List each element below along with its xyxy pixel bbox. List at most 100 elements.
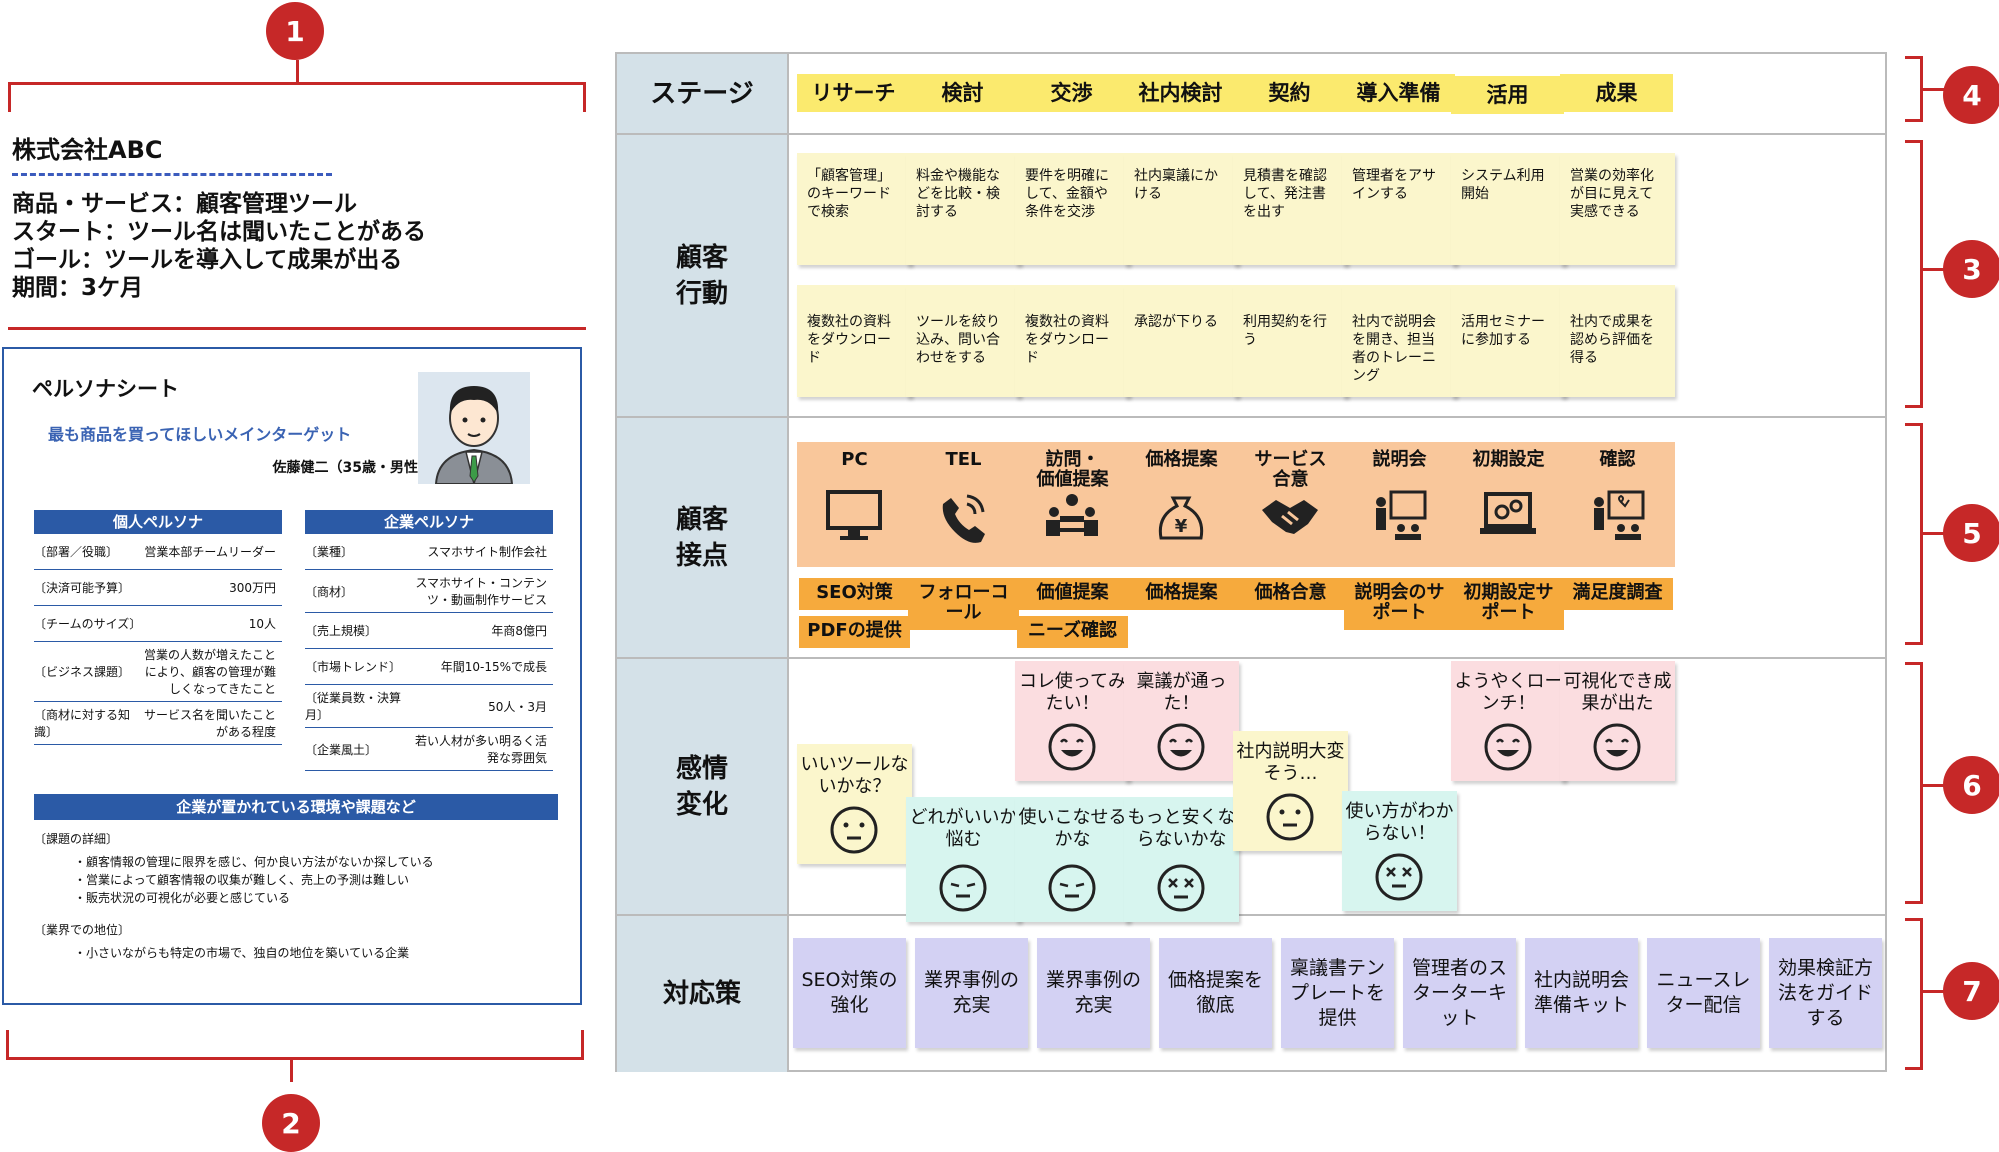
company-row-key: 〔従業員数・決算月〕	[305, 691, 402, 722]
marker-6: 6	[1943, 756, 1999, 814]
touchpoint-card: 確認	[1560, 442, 1675, 567]
face-dead-icon	[1157, 864, 1205, 912]
company-persona-row: 〔商材〕スマホサイト・コンテンツ・動画制作サービス	[305, 570, 553, 613]
action-note: 社内で成果を認めら評価を得る	[1560, 285, 1675, 397]
touchpoint-title: 説明会	[1372, 449, 1427, 470]
company-row-key: 〔業種〕	[305, 545, 354, 559]
touchpoint-card: 初期設定	[1451, 442, 1566, 567]
touchpoint-tag: 初期設定サポート	[1453, 578, 1564, 630]
environment-bullet: ・営業によって顧客情報の収集が難しく、売上の予測は難しい	[74, 873, 410, 887]
stage-1: リサーチ	[797, 74, 910, 112]
touchpoint-tag: 満足度調査	[1562, 578, 1673, 610]
emotion-text: コレ使ってみたい！	[1018, 671, 1127, 714]
handshake-icon	[1262, 500, 1318, 534]
emotion-note: 稟議が通った！	[1124, 661, 1239, 781]
personal-row-key: 〔部署／役職〕	[34, 545, 119, 559]
touchpoint-title: サービス 合意	[1254, 449, 1327, 490]
divider-line	[8, 327, 586, 330]
emotion-text: 使い方がわからない！	[1345, 801, 1454, 844]
environment-bullet: ・小さいながらも特定の市場で、独自の地位を築いている企業	[74, 946, 410, 960]
action-note: 見積書を確認して、発注書を出す	[1233, 153, 1348, 265]
marker-4: 4	[1943, 66, 1999, 124]
measure-note: 管理者のスターターキット	[1403, 938, 1516, 1048]
touchpoint-card: PC	[797, 442, 912, 567]
personal-row-value: サービス名を聞いたことがある程度	[143, 708, 276, 739]
action-note: 管理者をアサインする	[1342, 153, 1457, 265]
presentation-icon	[1376, 490, 1427, 540]
emotion-note: 可視化でき成果が出た	[1560, 661, 1675, 781]
emotion-text: 社内説明大変そう…	[1236, 741, 1345, 784]
emotion-text: どれがいいか悩む	[909, 807, 1018, 850]
emotion-note: 使い方がわからない！	[1342, 791, 1457, 911]
touchpoint-title: 確認	[1599, 449, 1636, 470]
company-persona-header: 企業ペルソナ	[305, 510, 553, 534]
touchpoint-card: サービス 合意	[1233, 442, 1348, 567]
monitor-icon	[826, 490, 882, 540]
persona-title: ペルソナシート	[32, 377, 179, 401]
svg-text:¥: ¥	[1175, 516, 1188, 537]
face-sleepy-icon	[939, 864, 987, 912]
marker-1: 1	[266, 2, 324, 60]
touchpoint-title: 初期設定	[1472, 449, 1545, 470]
personal-persona: 個人ペルソナ 〔部署／役職〕営業本部チームリーダー〔決済可能予算〕300万円〔チ…	[34, 510, 282, 745]
action-note: ツールを絞り込み、問い合わせをする	[906, 285, 1021, 397]
company-persona: 企業ペルソナ 〔業種〕スマホサイト制作会社〔商材〕スマホサイト・コンテンツ・動画…	[305, 510, 553, 771]
action-note: 活用セミナーに参加する	[1451, 285, 1566, 397]
company-persona-row: 〔売上規模〕年商8億円	[305, 613, 553, 649]
stage-4: 社内検討	[1124, 74, 1237, 112]
touchpoint-title: 訪問・ 価値提案	[1036, 449, 1109, 490]
issue-detail-label: 〔課題の詳細〕	[34, 832, 119, 846]
environment-bullet: ・販売状況の可視化が必要と感じている	[74, 891, 291, 905]
row-label-touch: 顧客 接点	[617, 418, 787, 659]
company-name: 株式会社ABC	[12, 136, 163, 164]
environment-header: 企業が置かれている環境や課題など	[34, 794, 558, 820]
touchpoint-title: 価格提案	[1145, 449, 1218, 470]
laptop-settings-icon	[1480, 492, 1536, 534]
environment-bullet: ・顧客情報の管理に限界を感じ、何か良い方法がないか探している	[74, 855, 434, 869]
face-happy-icon	[1484, 723, 1532, 771]
touchpoint-card: 説明会	[1342, 442, 1457, 567]
marker-5: 5	[1943, 504, 1999, 562]
persona-sheet: ペルソナシート 最も商品を買ってほしいメインターゲット 佐藤健二（35歳・男性）	[2, 347, 582, 1005]
persona-name: 佐藤健二（35歳・男性）	[272, 460, 432, 476]
emotion-text: 稟議が通った！	[1136, 671, 1227, 714]
action-note: システム利用開始	[1451, 153, 1566, 265]
face-dead-icon	[1375, 853, 1423, 901]
personal-row-key: 〔ビジネス課題〕	[34, 665, 131, 679]
action-note: 「顧客管理」のキーワードで検索	[797, 153, 912, 265]
measure-note: SEO対策の強化	[793, 938, 906, 1048]
emotion-note: コレ使ってみたい！	[1015, 661, 1130, 781]
environment-section: 企業が置かれている環境や課題など 〔課題の詳細〕 ・顧客情報の管理に限界を感じ、…	[34, 794, 558, 962]
action-note: 複数社の資料をダウンロード	[1015, 285, 1130, 397]
row-label-emotion: 感情 変化	[617, 659, 787, 916]
measure-note: 稟議書テンプレートを提供	[1281, 938, 1394, 1048]
face-neutral-icon	[830, 806, 878, 854]
touchpoint-tag: 価値提案	[1017, 578, 1128, 610]
personal-persona-row: 〔商材に対する知識〕サービス名を聞いたことがある程度	[34, 702, 282, 745]
action-note: 営業の効率化が目に見えて実感できる	[1560, 153, 1675, 265]
action-note: 社内稟議にかける	[1124, 153, 1239, 265]
emotion-text: ようやくローンチ！	[1454, 671, 1563, 714]
emotion-note: ようやくローンチ！	[1451, 661, 1566, 781]
personal-row-key: 〔チームのサイズ〕	[34, 617, 142, 631]
emotion-text: いいツールないかな？	[800, 754, 909, 797]
row-label-measure: 対応策	[617, 916, 787, 1072]
info-product: 商品・サービス：顧客管理ツール	[12, 191, 357, 217]
marker-2: 2	[262, 1094, 320, 1152]
personal-persona-row: 〔部署／役職〕 営業本部チームリーダー	[34, 534, 282, 570]
touchpoint-tag: フォローコール	[908, 578, 1019, 630]
action-note: 複数社の資料をダウンロード	[797, 285, 912, 397]
personal-row-value: 10人	[248, 617, 276, 631]
touchpoint-tag: 価格提案	[1126, 578, 1237, 610]
personal-row-value: 営業本部チームリーダー	[144, 545, 276, 559]
persona-subtitle: 最も商品を買ってほしいメインターゲット	[48, 425, 352, 444]
touchpoint-card: TEL	[906, 442, 1021, 567]
personal-row-key: 〔商材に対する知識〕	[34, 708, 131, 739]
touchpoint-tag: ニーズ確認	[1017, 616, 1128, 648]
stage-5: 契約	[1233, 74, 1346, 112]
emotion-note: もっと安くならないかな	[1124, 797, 1239, 922]
company-row-value: スマホサイト・コンテンツ・動画制作サービス	[415, 576, 547, 607]
stage-7: 活用	[1451, 76, 1564, 114]
action-note: 利用契約を行う	[1233, 285, 1348, 397]
stage-3: 交渉	[1015, 74, 1128, 112]
